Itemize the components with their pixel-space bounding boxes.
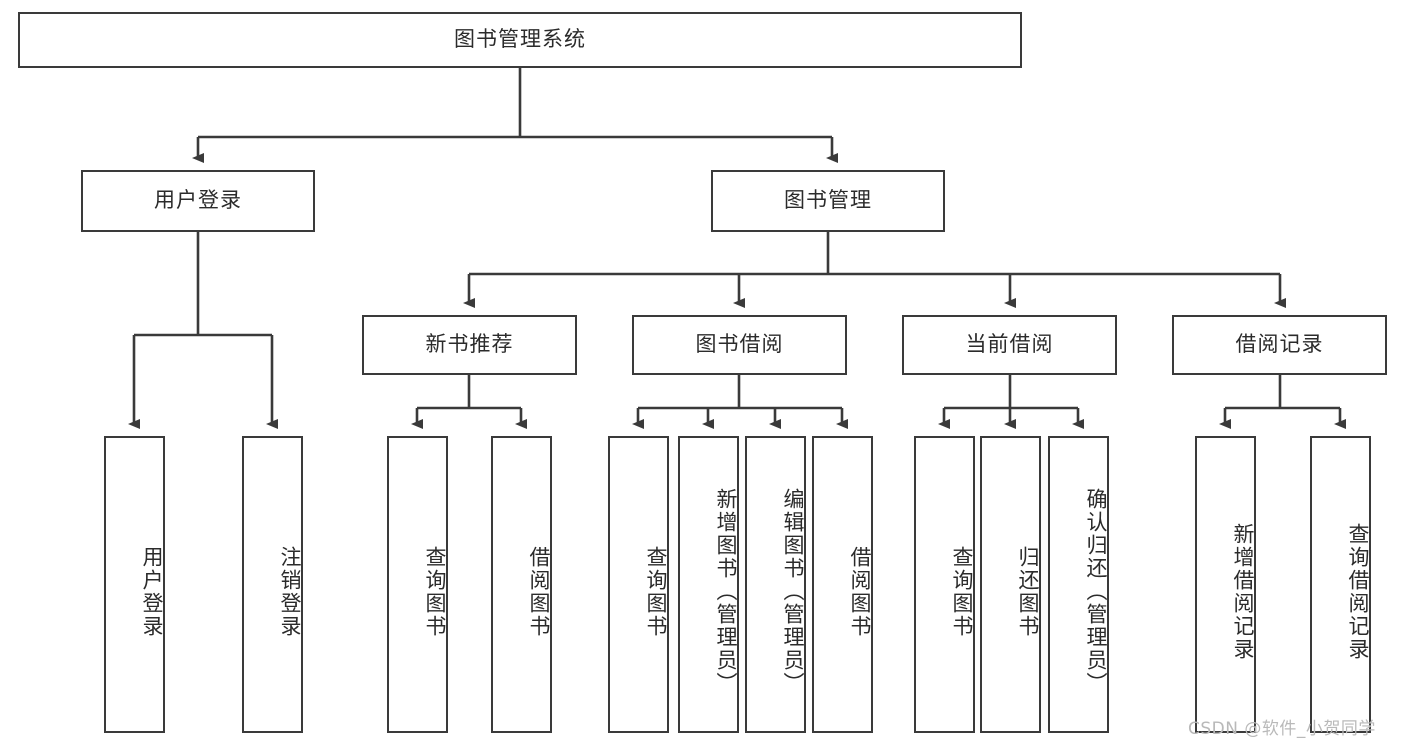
node-borrow-record-label: 借阅记录	[1235, 332, 1324, 357]
leaf-confirm-return[interactable]: 确认归还（管理员）	[1048, 436, 1109, 733]
watermark-text: CSDN @软件_小贺同学	[1188, 719, 1376, 739]
leaf-return-book[interactable]: 归还图书	[980, 436, 1041, 733]
leaf-query-book-1-label: 查询图书	[423, 545, 447, 638]
leaf-add-record[interactable]: 新增借阅记录	[1195, 436, 1256, 733]
leaf-add-book[interactable]: 新增图书（管理员）	[678, 436, 739, 733]
leaf-add-book-label: 新增图书（管理员）	[714, 488, 738, 695]
leaf-borrow-book-2[interactable]: 借阅图书	[812, 436, 873, 733]
leaf-query-book-2-label: 查询图书	[644, 545, 668, 638]
node-book-manage-label: 图书管理	[784, 188, 872, 213]
node-book-borrow-label: 图书借阅	[695, 332, 784, 357]
node-book-borrow[interactable]: 图书借阅	[632, 315, 847, 375]
node-user-login[interactable]: 用户登录	[81, 170, 315, 232]
leaf-borrow-book-2-label: 借阅图书	[848, 545, 872, 638]
leaf-query-book-3[interactable]: 查询图书	[914, 436, 975, 733]
leaf-user-login[interactable]: 用户登录	[104, 436, 165, 733]
leaf-add-record-label: 新增借阅记录	[1231, 522, 1255, 661]
node-current-borrow[interactable]: 当前借阅	[902, 315, 1117, 375]
node-borrow-record[interactable]: 借阅记录	[1172, 315, 1387, 375]
leaf-query-record[interactable]: 查询借阅记录	[1310, 436, 1371, 733]
leaf-query-record-label: 查询借阅记录	[1346, 522, 1370, 661]
node-current-borrow-label: 当前借阅	[965, 332, 1054, 357]
node-book-manage[interactable]: 图书管理	[711, 170, 945, 232]
node-new-book-recommend[interactable]: 新书推荐	[362, 315, 577, 375]
leaf-confirm-return-label: 确认归还（管理员）	[1084, 488, 1108, 695]
leaf-user-login-label: 用户登录	[140, 545, 164, 638]
leaf-query-book-3-label: 查询图书	[950, 545, 974, 638]
node-user-login-label: 用户登录	[154, 188, 242, 213]
leaf-logout-label: 注销登录	[278, 545, 302, 638]
node-root-label: 图书管理系统	[454, 27, 586, 52]
leaf-borrow-book-1[interactable]: 借阅图书	[491, 436, 552, 733]
leaf-edit-book-label: 编辑图书（管理员）	[781, 488, 805, 695]
leaf-query-book-1[interactable]: 查询图书	[387, 436, 448, 733]
leaf-query-book-2[interactable]: 查询图书	[608, 436, 669, 733]
leaf-return-book-label: 归还图书	[1016, 545, 1040, 638]
leaf-logout[interactable]: 注销登录	[242, 436, 303, 733]
node-new-book-recommend-label: 新书推荐	[425, 332, 514, 357]
leaf-borrow-book-1-label: 借阅图书	[527, 545, 551, 638]
node-root[interactable]: 图书管理系统	[18, 12, 1022, 68]
leaf-edit-book[interactable]: 编辑图书（管理员）	[745, 436, 806, 733]
